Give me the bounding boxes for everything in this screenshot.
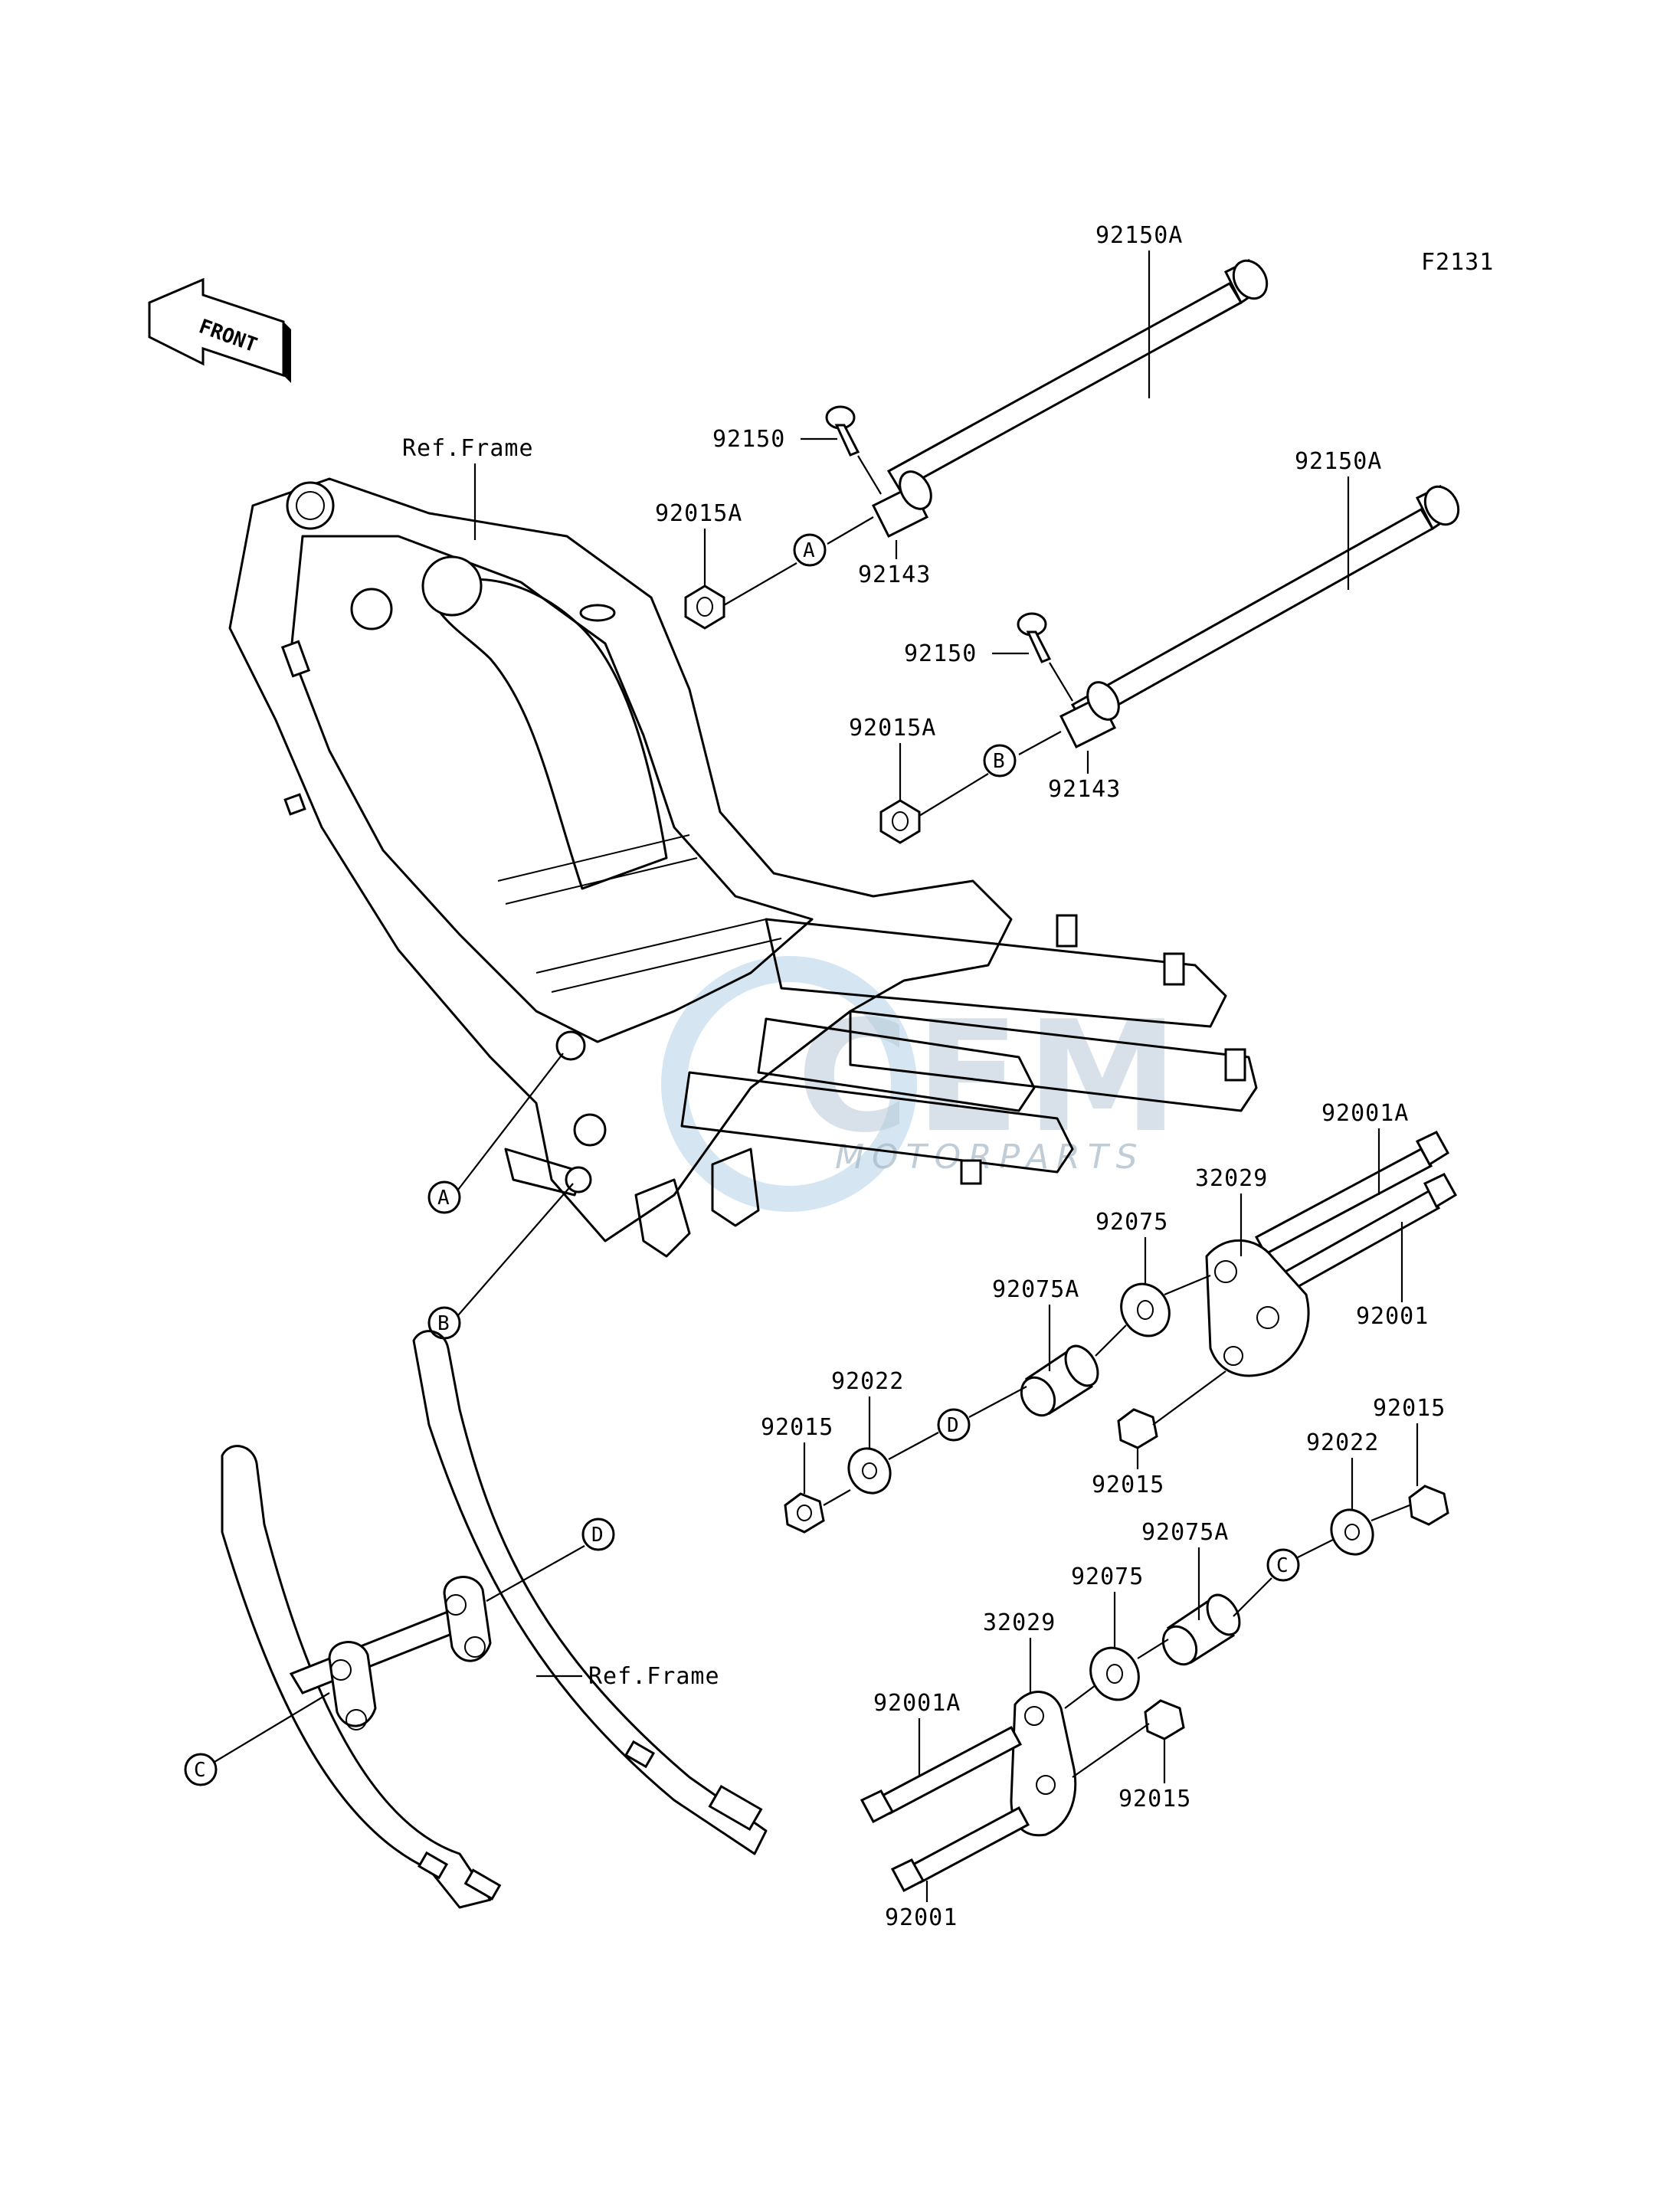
- part-label-92150A-mid: 92150A: [1295, 448, 1382, 475]
- bolt-92001-lower: [890, 1806, 1030, 1893]
- callout-b-frame: B: [437, 1312, 450, 1335]
- collar-92143-top: [871, 470, 932, 539]
- callout-circle-d-frame: [581, 1518, 615, 1551]
- part-label-92143-top: 92143: [858, 562, 931, 588]
- bolt-92150A-top: [886, 259, 1269, 493]
- bolt-92150-top: [825, 405, 860, 457]
- callout-circle-d-right: [937, 1408, 971, 1442]
- callout-b-mid: B: [993, 750, 1005, 773]
- part-label-92001-lower: 92001: [885, 1904, 958, 1931]
- bushing-92075A-right: [1020, 1344, 1099, 1417]
- lower-frame-detail: [221, 1330, 768, 1909]
- washer-92075-lower: [1089, 1646, 1140, 1701]
- callout-circle-a-frame: [427, 1180, 461, 1214]
- callout-d-right: D: [947, 1414, 959, 1437]
- part-label-92015A-mid: 92015A: [849, 715, 936, 742]
- nut-92015A-top: [684, 584, 725, 630]
- bushing-92075A-lower: [1161, 1593, 1241, 1666]
- washer-92022-left: [847, 1447, 892, 1495]
- bolt-92001A-lower: [860, 1725, 1023, 1824]
- main-frame-drawing: [228, 477, 1258, 1258]
- callout-c-frame: C: [194, 1759, 206, 1782]
- nut-92015-left: [784, 1492, 825, 1534]
- callout-circle-a-top: [793, 533, 827, 567]
- part-label-92150A-top: 92150A: [1095, 222, 1183, 249]
- part-label-92001A-right: 92001A: [1321, 1100, 1409, 1127]
- bracket-32029-right: [1205, 1239, 1310, 1377]
- watermark: CEM MOTORPARTS: [661, 956, 1178, 1212]
- callout-circle-c-frame: [184, 1753, 218, 1786]
- bolt-92150-mid: [1017, 612, 1052, 663]
- callout-d-frame: D: [591, 1524, 604, 1547]
- nut-92015A-mid: [879, 799, 921, 844]
- part-label-92015A-top: 92015A: [655, 500, 742, 527]
- watermark-sub: MOTORPARTS: [835, 1138, 1145, 1177]
- callout-circle-b-mid: [983, 744, 1017, 778]
- part-label-92075-right: 92075: [1095, 1209, 1168, 1236]
- washer-92022-lower: [1330, 1508, 1374, 1556]
- ref-frame-label: Ref.Frame: [402, 435, 534, 462]
- part-label-92075-lower: 92075: [1071, 1563, 1144, 1590]
- part-label-92001-right: 92001: [1356, 1303, 1429, 1330]
- callout-a-top: A: [803, 539, 815, 562]
- bolt-92150A-mid: [1070, 485, 1460, 726]
- callout-a-frame: A: [437, 1187, 450, 1210]
- front-arrow-icon: FRONT: [148, 277, 291, 383]
- callout-circle-c-lower: [1266, 1548, 1300, 1582]
- part-label-92015-left: 92015: [761, 1414, 833, 1441]
- part-label-92015-center: 92015: [1092, 1472, 1164, 1498]
- part-label-92022-lower: 92022: [1306, 1429, 1379, 1456]
- part-label-92075A-lower: 92075A: [1141, 1519, 1229, 1546]
- part-label-92150-top: 92150: [712, 426, 785, 453]
- figure-code: F2131: [1421, 249, 1494, 276]
- part-label-92001A-lower: 92001A: [873, 1690, 961, 1717]
- collar-92143-mid: [1059, 681, 1120, 749]
- callout-c-lower: C: [1276, 1554, 1289, 1577]
- part-label-92015-far: 92015: [1373, 1395, 1446, 1422]
- part-label-92022-left: 92022: [831, 1368, 904, 1395]
- nut-92015-far: [1408, 1485, 1449, 1526]
- part-label-32029-right: 32029: [1195, 1165, 1268, 1192]
- part-label-92015-lower: 92015: [1118, 1786, 1191, 1812]
- part-label-92143-mid: 92143: [1048, 776, 1121, 803]
- washer-92075-right: [1120, 1282, 1171, 1338]
- nut-92015-center: [1117, 1408, 1158, 1449]
- nut-92015-lower: [1144, 1699, 1185, 1740]
- part-label-92075A-right: 92075A: [992, 1276, 1079, 1303]
- part-label-32029-lower: 32029: [983, 1609, 1056, 1636]
- ref-frame-label-lower: Ref.Frame: [588, 1663, 720, 1690]
- part-label-92150-mid: 92150: [904, 640, 977, 667]
